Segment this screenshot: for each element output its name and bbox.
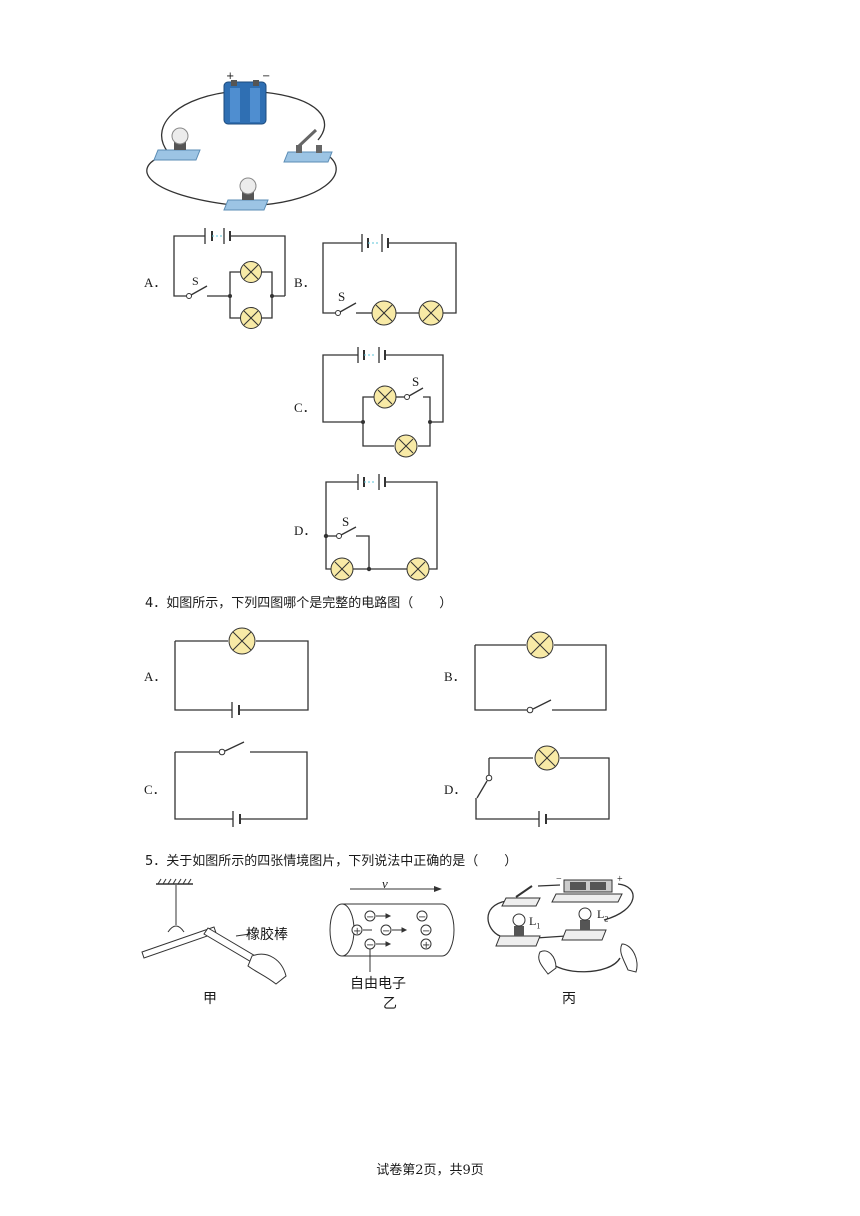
free-electron-label: 自由电子 (350, 976, 406, 992)
page-footer: 试卷第2页，共9页 (376, 1163, 484, 1178)
caption-yi: 乙 (383, 996, 397, 1012)
option-d-label: D． (294, 523, 317, 538)
lamp-icon (240, 261, 262, 283)
svg-text:−: − (366, 912, 374, 923)
velocity-label: v (382, 876, 388, 891)
caption-jia: 甲 (203, 991, 217, 1007)
lamp-l1-icon (495, 913, 541, 947)
switch-icon (501, 885, 541, 907)
option-a-label: A． (144, 275, 167, 290)
plus-terminal-label: + (617, 874, 623, 885)
lamp-base-left-icon (153, 127, 201, 161)
lamp-icon (534, 745, 560, 771)
l2-label: L2 (597, 907, 609, 924)
svg-text:+: + (422, 940, 430, 951)
lamp-icon (406, 557, 430, 581)
svg-text:−: − (382, 926, 390, 937)
caption-bing: 丙 (562, 991, 576, 1007)
physical-circuit-illustration: + − (146, 71, 337, 211)
option-c-label: C． (294, 400, 316, 415)
lamp-icon (330, 557, 354, 581)
q4-option-b-label: B． (444, 669, 466, 684)
battery-box-icon (551, 879, 623, 903)
svg-text:−: − (418, 912, 426, 923)
svg-text:−: − (366, 940, 374, 951)
lamp-icon (371, 300, 397, 326)
svg-text:−: − (262, 71, 270, 82)
q4-option-a-label: A． (144, 669, 167, 684)
svg-text:−: − (422, 926, 430, 937)
lamp-icon (526, 631, 554, 659)
minus-terminal-label: − (556, 874, 562, 885)
lamp-icon (418, 300, 444, 326)
lamp-base-bottom-icon (223, 177, 269, 211)
svg-text:+: + (353, 926, 361, 937)
svg-text:+: + (226, 71, 234, 82)
battery-icon: + − (223, 71, 270, 125)
rubber-rod-label: 橡胶棒 (246, 927, 288, 943)
lamp-icon (228, 627, 256, 655)
q4-option-d-label: D． (444, 782, 467, 797)
lamp-icon (240, 307, 262, 329)
lamp-icon (394, 434, 418, 458)
switch-s-label: S (342, 514, 350, 529)
switch-s-label: S (412, 374, 420, 389)
q4-option-c-label: C． (144, 782, 166, 797)
switch-s-label: S (338, 289, 346, 304)
question-5-text: 5．关于如图所示的四张情境图片，下列说法中正确的是（ ） (145, 854, 518, 869)
option-b-label: B． (294, 275, 316, 290)
lamp-icon (373, 385, 397, 409)
l1-label: L1 (529, 914, 541, 931)
lamp-l2-icon (561, 907, 607, 941)
switch-s-label: S (192, 274, 199, 288)
knife-switch-icon (283, 128, 333, 163)
question-4-text: 4．如图所示，下列四图哪个是完整的电路图（ ） (145, 596, 453, 611)
